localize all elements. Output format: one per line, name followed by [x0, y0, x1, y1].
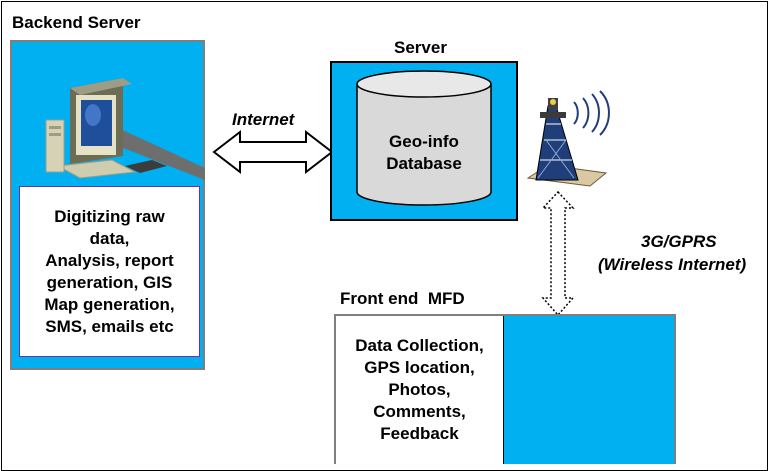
- backend-tasks-box: Digitizing raw data, Analysis, report ge…: [19, 186, 200, 357]
- desktop-computer-icon: [45, 78, 205, 180]
- internet-link-arrow: [212, 129, 334, 175]
- frontend-tasks-box: Data Collection, GPS location, Photos, C…: [336, 316, 504, 464]
- database-label: Geo-info Database: [386, 132, 462, 173]
- server-title: Server: [394, 38, 447, 57]
- wireless-label-line1: 3G/GPRS: [641, 232, 717, 251]
- backend-server-title: Backend Server: [12, 13, 141, 32]
- wireless-label-line2: (Wireless Internet): [598, 255, 747, 274]
- frontend-mfd-title: Front end MFD: [340, 289, 465, 308]
- internet-label: Internet: [232, 110, 295, 129]
- wireless-link-arrow: [541, 190, 575, 317]
- radio-tower-icon: [526, 90, 610, 187]
- database-cylinder-icon: [356, 70, 492, 206]
